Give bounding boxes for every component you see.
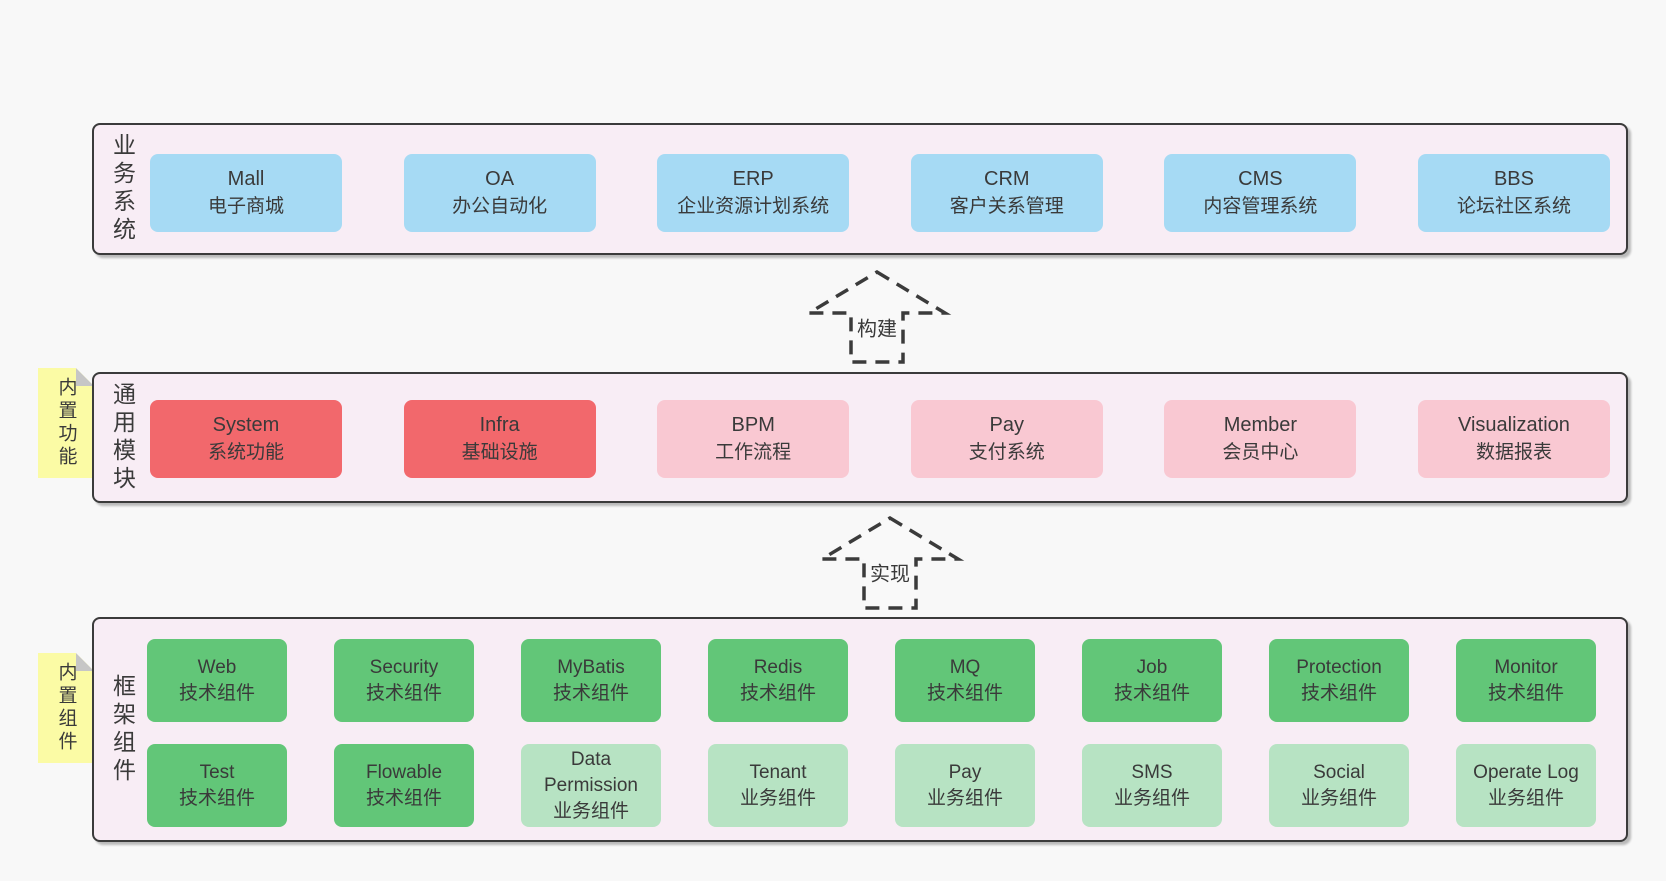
box-visualization: Visualization 数据报表 — [1417, 400, 1610, 478]
layer-framework-components: 框架组件 Web 技术组件 Security 技术组件 MyBatis 技术组件… — [92, 617, 1628, 842]
framework-box-row-1: Web 技术组件 Security 技术组件 MyBatis 技术组件 Redi… — [147, 639, 1596, 722]
layer-label: 框架组件 — [109, 673, 136, 786]
sticky-label: 内置组件 — [55, 662, 77, 754]
box-data-permission: Data Permission 业务组件 — [521, 744, 661, 827]
box-operate-log: Operate Log 业务组件 — [1456, 744, 1596, 827]
layer-label: 通用模块 — [109, 381, 136, 494]
layer-common-modules: 通用模块 System 系统功能 Infra 基础设施 BPM 工作流程 Pay… — [92, 372, 1628, 503]
sticky-label: 内置功能 — [55, 377, 77, 469]
arrow-build-label: 构建 — [855, 312, 899, 342]
box-redis: Redis 技术组件 — [708, 639, 848, 722]
layer-label-wrap: 业务系统 — [100, 125, 144, 253]
sticky-note-built-in-features: 内置功能 — [38, 368, 94, 478]
layer-label-wrap: 框架组件 — [100, 619, 144, 840]
box-monitor: Monitor 技术组件 — [1456, 639, 1596, 722]
modules-box-row: System 系统功能 Infra 基础设施 BPM 工作流程 Pay 支付系统… — [150, 400, 1610, 478]
sticky-note-built-in-components: 内置组件 — [38, 653, 94, 763]
box-web: Web 技术组件 — [147, 639, 287, 722]
box-flowable: Flowable 技术组件 — [334, 744, 474, 827]
box-crm: CRM 客户关系管理 — [910, 154, 1103, 232]
box-test: Test 技术组件 — [147, 744, 287, 827]
box-sms: SMS 业务组件 — [1082, 744, 1222, 827]
box-cms: CMS 内容管理系统 — [1164, 154, 1357, 232]
business-box-row: Mall 电子商城 OA 办公自动化 ERP 企业资源计划系统 CRM 客户关系… — [150, 154, 1610, 232]
box-system: System 系统功能 — [150, 400, 342, 478]
box-social: Social 业务组件 — [1269, 744, 1409, 827]
box-bbs: BBS 论坛社区系统 — [1417, 154, 1610, 232]
framework-box-row-2: Test 技术组件 Flowable 技术组件 Data Permission … — [147, 744, 1596, 827]
layer-label: 业务系统 — [109, 133, 136, 245]
box-erp: ERP 企业资源计划系统 — [657, 154, 850, 232]
box-job: Job 技术组件 — [1082, 639, 1222, 722]
box-member: Member 会员中心 — [1164, 400, 1357, 478]
box-infra: Infra 基础设施 — [403, 400, 596, 478]
box-pay-biz: Pay 业务组件 — [895, 744, 1035, 827]
box-mq: MQ 技术组件 — [895, 639, 1035, 722]
box-protection: Protection 技术组件 — [1269, 639, 1409, 722]
box-mybatis: MyBatis 技术组件 — [521, 639, 661, 722]
box-tenant: Tenant 业务组件 — [708, 744, 848, 827]
box-bpm: BPM 工作流程 — [657, 400, 850, 478]
box-security: Security 技术组件 — [334, 639, 474, 722]
box-pay: Pay 支付系统 — [910, 400, 1103, 478]
box-mall: Mall 电子商城 — [150, 154, 342, 232]
arrow-implement-label: 实现 — [868, 557, 912, 587]
layer-label-wrap: 通用模块 — [100, 374, 144, 501]
layer-business-systems: 业务系统 Mall 电子商城 OA 办公自动化 ERP 企业资源计划系统 CRM… — [92, 123, 1628, 255]
box-oa: OA 办公自动化 — [403, 154, 596, 232]
